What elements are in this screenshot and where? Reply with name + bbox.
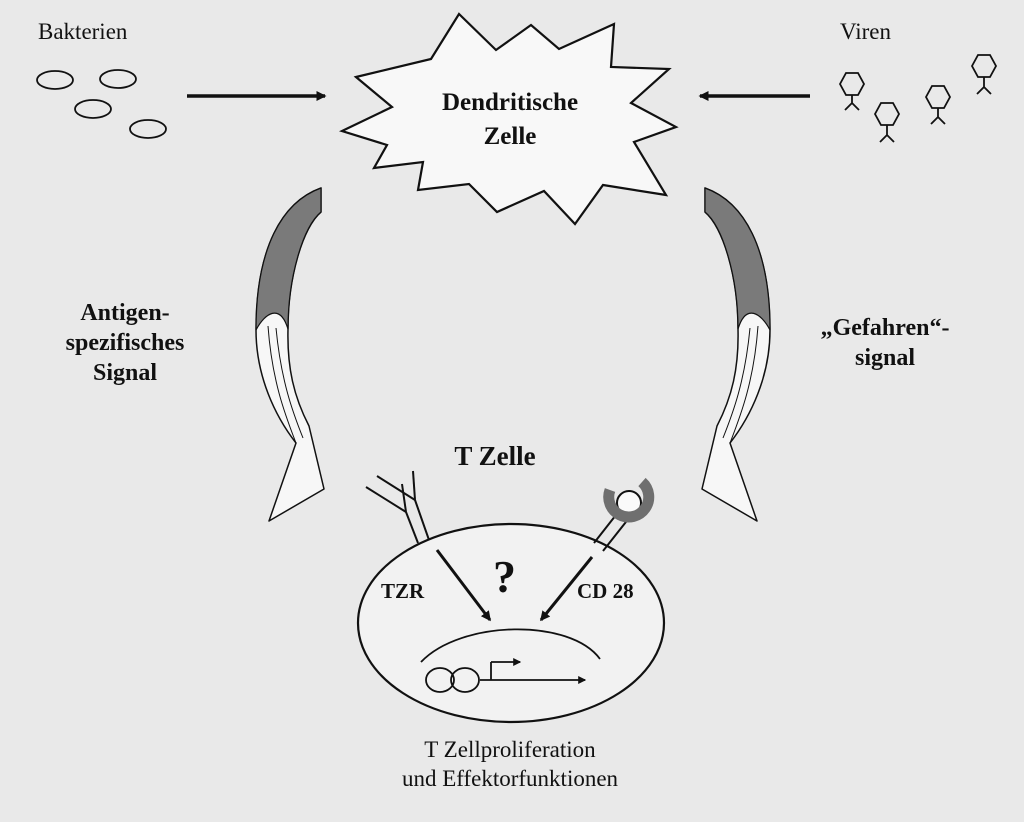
bacteria-group: [36, 69, 167, 139]
right-signal-arrow: [701, 187, 771, 522]
dendritic-cell-label-line1: Dendritische: [441, 89, 579, 116]
dendritic-cell-label-line2: Zelle: [483, 122, 537, 150]
bacterium-oval: [36, 70, 74, 90]
dendritic-cell-label: Dendritische Zelle: [410, 86, 610, 154]
cd28-receptor-icon: [593, 477, 655, 552]
question-mark-label: ?: [493, 551, 516, 602]
danger-signal-label: „Gefahren“- signal: [800, 313, 970, 373]
bacterium-oval: [99, 69, 137, 89]
tcr-signal-arrow: [435, 549, 492, 622]
virus-icon: [970, 54, 998, 95]
danger-signal-label-line1: „Gefahren“-: [820, 315, 950, 341]
t-cell-label: T Zelle: [454, 441, 536, 471]
antigen-signal-label-line2: spezifisches: [65, 330, 185, 356]
bacterium-oval: [129, 119, 167, 139]
virus-icon: [873, 102, 901, 143]
t-cell-oval: [356, 522, 666, 724]
dendritic-cell-starburst: [339, 12, 679, 226]
outcome-label-line2: und Effektorfunktionen: [401, 765, 619, 791]
nucleus-arc: [420, 628, 601, 663]
virus-group: [838, 54, 998, 143]
antigen-signal-label-line1: Antigen-: [80, 300, 170, 326]
virus-icon: [838, 72, 866, 111]
virus-icon: [924, 85, 952, 125]
cd28-label: CD 28: [577, 579, 634, 603]
gene-transcription-icon: [425, 658, 587, 693]
virus-label: Viren: [840, 19, 891, 44]
tcr-receptor-icon: [365, 470, 430, 544]
bacteria-label: Bakterien: [38, 19, 128, 44]
bacterium-oval: [74, 99, 112, 119]
antigen-signal-label-line3: Signal: [92, 360, 158, 386]
cd28-signal-arrow: [539, 556, 594, 622]
tcr-label: TZR: [381, 579, 425, 603]
outcome-label: T Zellproliferation und Effektorfunktion…: [340, 736, 680, 794]
left-signal-arrow: [255, 187, 325, 522]
outcome-label-line1: T Zellproliferation: [424, 737, 596, 762]
antigen-signal-label: Antigen- spezifisches Signal: [35, 298, 215, 388]
danger-signal-label-line2: signal: [854, 345, 916, 371]
